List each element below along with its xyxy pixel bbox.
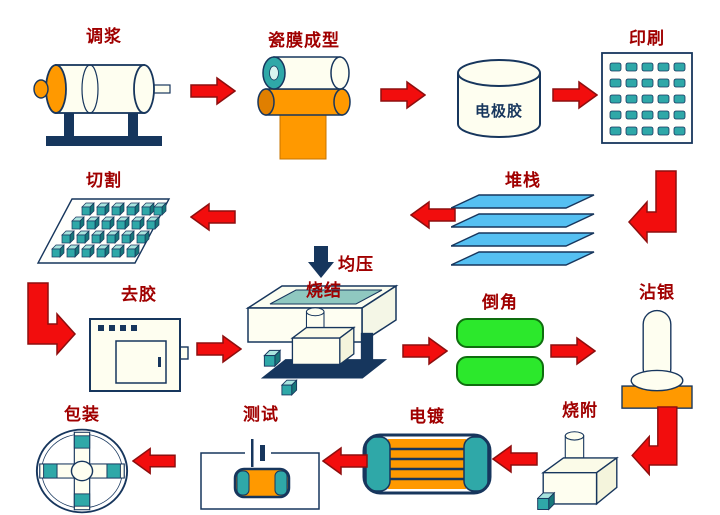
oven-handle [158,357,161,367]
step-cutting-label: 切割 [86,171,122,191]
stacked-sheets-graphic [450,194,594,266]
chamfer-bar [456,356,544,386]
arrow-chamfer-to-silver [550,336,596,366]
mill-cap [45,64,67,114]
arrow-debind-to-sinter [196,334,242,364]
mill-axle [153,84,171,94]
test-circuit-graphic [200,439,320,510]
battery-short-plate [260,445,265,461]
sheet [450,194,594,209]
battery-long-plate [251,439,254,467]
tape-caster-graphic [257,56,351,160]
step-stacking-label: 堆栈 [505,171,541,191]
arrow-press-to-cut [190,202,236,232]
arrow-silver-to-fire [628,406,680,484]
step-plating-label: 电镀 [409,407,445,427]
step-electrode-paste-label: 电极胶 [474,102,523,120]
reel-hub [70,460,94,482]
step-printing: 印刷 [600,24,694,145]
sheet [450,251,594,266]
step-silver-dipping: 沾银 [616,278,698,410]
step-packaging-label: 包装 [64,405,100,425]
step-tape-casting: 瓷膜成型 [238,26,370,163]
drum-top [457,59,541,87]
step-stacking: 堆栈 [448,166,598,269]
step-chamfering: 倒角 [452,288,548,389]
arrow-plate-to-test [322,446,368,476]
step-binder-removal: 去胶 [86,280,192,397]
arrow-tape-to-paste [380,80,426,110]
mill-drum-end [133,64,155,114]
sheet [450,232,594,247]
step-testing: 测试 [196,400,326,515]
mill-left-post [64,109,74,139]
cut-chips-graphic [36,198,171,264]
chip-termination-right [463,436,489,492]
dip-holder-disc [630,369,684,392]
press-graphic [245,246,399,378]
mill-drum [55,64,145,114]
arrow-stack-to-press [410,200,456,230]
debind-oven-graphic [89,318,189,392]
mill-nub [33,79,49,99]
step-sintering-label: 烧结 [306,281,342,301]
step-silver-dipping-label: 沾银 [639,283,675,303]
furnace-front [291,337,341,366]
step-packaging: 包装 [22,400,142,515]
arrow-paste-to-print [552,80,598,110]
silver-dip-graphic [621,309,693,409]
orange-roller [265,88,343,116]
step-firing: 烧附 [534,396,626,515]
plated-chip-graphic [362,433,492,495]
step-sintering: 烧结 [248,276,400,403]
printed-sheet-graphic [601,52,693,144]
step-slurry-label: 调浆 [86,27,122,47]
press-down-arrow [308,246,334,278]
step-chamfering-label: 倒角 [482,293,518,313]
chip-body [388,439,466,489]
chip-termination-left [365,436,391,492]
packing-reel-graphic [35,428,129,514]
arrow-fire-to-plate [492,444,538,474]
arrow-print-to-stack [626,170,678,252]
step-pressing: 均压 [240,246,405,378]
oven-knob [179,346,189,360]
step-firing-label: 烧附 [562,401,598,421]
step-tape-casting-label: 瓷膜成型 [268,31,340,51]
oven-door [115,340,167,384]
step-pressing-label: 均压 [338,255,374,275]
step-cutting: 切割 [34,166,174,267]
chamfer-bar [456,318,544,348]
paste-drum-graphic [457,59,541,138]
mill-base [46,136,162,146]
arrow-slurry-to-tape [190,76,236,106]
belt-riser [360,332,374,363]
step-printing-label: 印刷 [629,29,665,49]
sinter-furnace-graphic [260,307,388,396]
ball-mill-graphic [33,64,171,146]
press-stack-slab [269,289,383,305]
cast-tape [279,114,327,160]
arrow-cut-to-debind [24,282,78,364]
mill-right-post [128,109,138,139]
drum-body [457,73,541,138]
chamfer-bars-graphic [456,318,544,386]
step-electrode-paste: 电极胶 [452,58,546,144]
step-binder-removal-label: 去胶 [121,285,157,305]
mill-collar [81,64,99,114]
arrow-sinter-to-chamfer [402,336,448,366]
sheet [450,213,594,228]
step-slurry: 调浆 [28,22,180,151]
step-testing-label: 测试 [243,405,279,425]
step-plating: 电镀 [358,402,496,499]
firing-kiln-graphic [537,431,619,510]
